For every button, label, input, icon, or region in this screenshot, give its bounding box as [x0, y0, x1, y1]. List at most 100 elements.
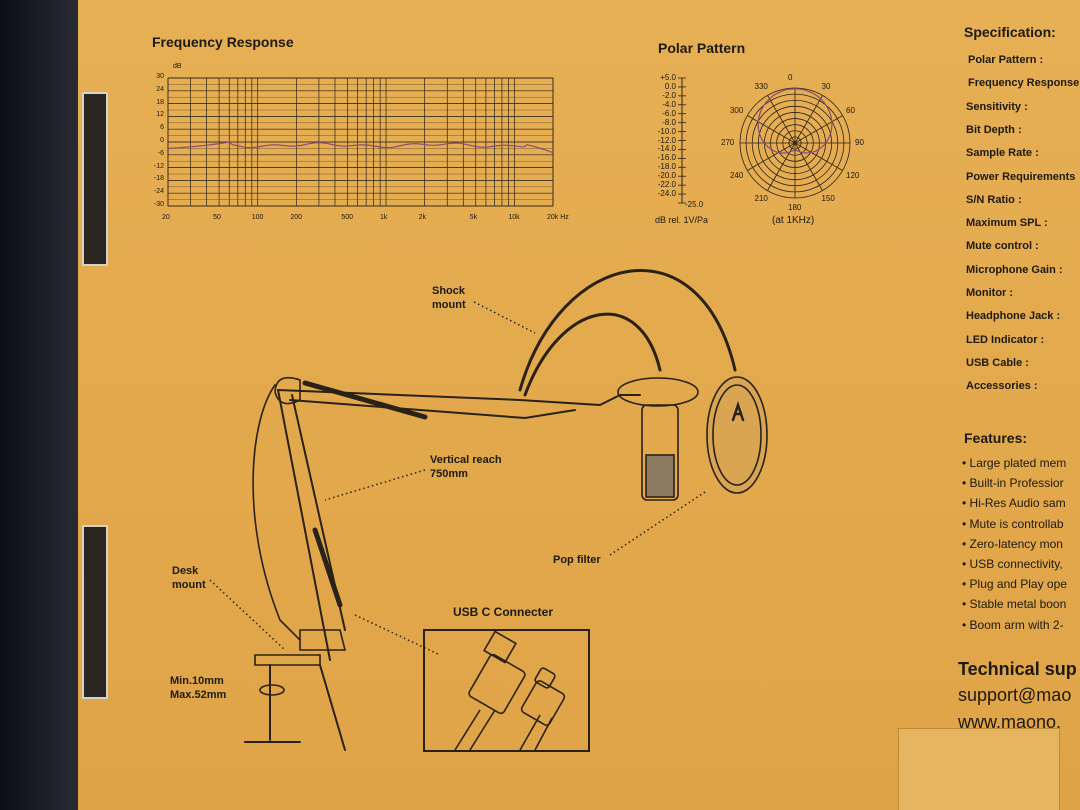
polar-pattern-title: Polar Pattern — [658, 40, 746, 56]
spec-item: S/N Ratio : — [966, 193, 1022, 206]
polar-scale-label: -25.0 — [685, 200, 704, 209]
feature-text: Hi-Res Audio sam — [969, 496, 1066, 511]
usb-cable-drawing — [454, 630, 566, 751]
spec-item: Monitor : — [966, 287, 1014, 299]
bullet: • — [962, 456, 970, 470]
feature-text: Mute is controllab — [969, 516, 1064, 531]
bullet: • — [962, 496, 970, 511]
usb-connector-box — [423, 629, 590, 752]
feature-item: • Stable metal boon — [962, 597, 1066, 611]
feature-item: • Boom arm with 2- — [962, 618, 1064, 632]
polar-angle-label: 30 — [821, 81, 831, 91]
bullet: • — [962, 516, 970, 531]
frequency-x-tick: 20 — [162, 214, 170, 221]
frequency-y-tick: -30 — [153, 201, 164, 208]
spec-item: Power Requirements — [966, 170, 1076, 183]
polar-scale-label: -6.0 — [662, 108, 676, 118]
frequency-x-tick: 1k — [380, 214, 388, 221]
polar-scale-label: -2.0 — [662, 90, 676, 100]
frequency-response-title: Frequency Response — [152, 34, 294, 50]
polar-scale-label: -12.0 — [657, 135, 676, 145]
feature-item: • USB connectivity, — [962, 557, 1063, 571]
frequency-y-tick: 24 — [156, 85, 164, 93]
spec-item: Sensitivity : — [966, 100, 1028, 113]
frequency-x-tick: 100 — [251, 214, 264, 221]
frequency-y-tick: -6 — [157, 149, 164, 157]
frequency-x-tick: 200 — [290, 214, 303, 221]
feature-item: • Built-in Professior — [962, 476, 1064, 490]
polar-scale-label: -22.0 — [657, 180, 676, 190]
spec-item: Mute control : — [966, 240, 1039, 253]
spec-item: Accessories : — [966, 380, 1038, 393]
feature-text: Large plated mem — [969, 456, 1067, 470]
polar-scale-label: -20.0 — [657, 171, 676, 181]
bullet: • — [962, 597, 970, 612]
spec-item: LED Indicator : — [966, 333, 1045, 346]
spec-item: Maximum SPL : — [966, 217, 1048, 230]
frequency-y-unit: dB — [173, 63, 182, 70]
polar-scale-label: -16.0 — [657, 153, 676, 163]
bullet: • — [962, 577, 970, 592]
frequency-y-tick: 6 — [160, 124, 164, 132]
feature-item: • Large plated mem — [962, 456, 1066, 470]
polar-scale-label: -18.0 — [657, 162, 676, 172]
polar-scale-unit: dB rel. 1V/Pa — [655, 215, 709, 225]
frequency-x-tick: 2k — [418, 214, 427, 221]
feature-text: Built-in Professior — [969, 476, 1064, 491]
feature-item: • Mute is controllab — [962, 517, 1064, 531]
frequency-x-tick: 20k Hz — [547, 214, 569, 221]
frequency-y-tick: 18 — [156, 98, 164, 106]
frequency-x-tick: 5k — [469, 214, 478, 221]
frequency-y-tick: 0 — [160, 137, 164, 144]
spec-item: Sample Rate : — [966, 147, 1039, 160]
technical-support-title: Technical sup — [958, 659, 1077, 679]
polar-scale-label: -14.0 — [657, 144, 676, 154]
boom-arm-drawing — [244, 268, 768, 751]
polar-scale-label: 0.0 — [664, 81, 676, 91]
frequency-y-tick: -18 — [153, 175, 164, 183]
polar-angle-label: 60 — [846, 105, 855, 115]
polar-angle-label: 120 — [846, 170, 860, 180]
support-email: support@mao — [958, 685, 1072, 705]
clamp-range-label: Min.10mm Max.52mm — [170, 675, 227, 701]
polar-caption: (at 1KHz) — [772, 215, 815, 226]
polar-angle-label: 300 — [729, 105, 744, 115]
support-website: www.maono. — [958, 712, 1062, 732]
polar-scale-ticks — [678, 77, 686, 204]
frequency-curve — [167, 141, 554, 154]
polar-angle-label: 180 — [788, 203, 802, 212]
box-label-sticker — [898, 728, 1060, 810]
frequency-y-tick: -24 — [153, 188, 164, 196]
polar-angle-label: 90 — [855, 138, 864, 147]
polar-angle-label: 210 — [754, 194, 768, 204]
spec-item: Polar Pattern : — [968, 54, 1044, 66]
bullet: • — [962, 557, 970, 571]
leader-lines — [209, 301, 706, 656]
vertical-reach-label: Vertical reach 750mm — [430, 454, 502, 480]
usb-connector-title: USB C Connecter — [453, 605, 554, 619]
bullet: • — [962, 476, 970, 491]
bullet: • — [962, 536, 970, 551]
frequency-x-tick: 50 — [213, 214, 221, 221]
pop-filter-label: Pop filter — [553, 554, 601, 566]
spec-item: USB Cable : — [966, 356, 1029, 369]
feature-text: Plug and Play ope — [969, 577, 1067, 592]
polar-angle-label: 240 — [729, 170, 744, 180]
feature-text: USB connectivity, — [969, 557, 1063, 571]
polar-angle-label: 0 — [788, 73, 793, 82]
desk-mount-label: Desk mount — [172, 565, 206, 591]
feature-item: • Hi-Res Audio sam — [962, 496, 1066, 510]
spec-item: Bit Depth : — [966, 123, 1022, 136]
frequency-grid — [167, 77, 554, 207]
feature-text: Zero-latency mon — [969, 536, 1063, 551]
specification-title: Specification: — [964, 24, 1056, 40]
polar-scale-label: -10.0 — [657, 126, 676, 136]
polar-angle-label: 150 — [821, 194, 835, 204]
spec-item: Microphone Gain : — [966, 263, 1063, 276]
frequency-x-tick: 500 — [341, 214, 354, 221]
spec-item: Headphone Jack : — [966, 310, 1061, 323]
spec-item: Frequency Response — [968, 77, 1080, 90]
features-title: Features: — [964, 430, 1028, 446]
